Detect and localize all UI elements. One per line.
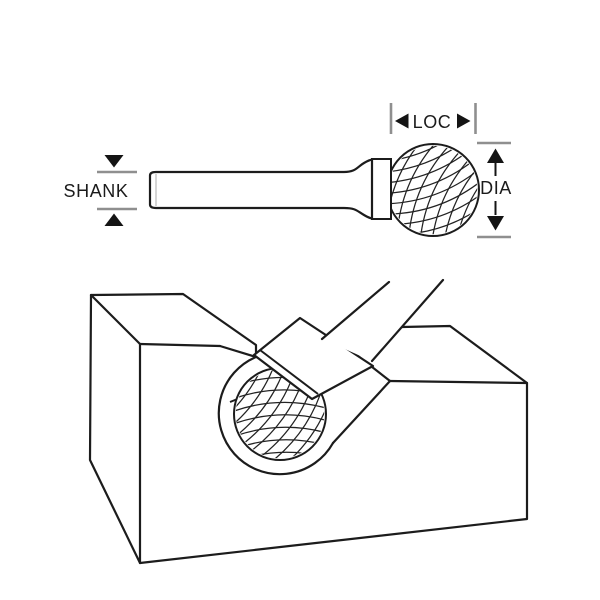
burr-shank-working [320, 278, 445, 363]
shank-label: SHANK [63, 181, 128, 201]
groove-outer-arc [217, 355, 335, 476]
burr-collar-working [252, 316, 375, 401]
burr-shank [148, 158, 374, 220]
dia-label: DIA [480, 178, 512, 198]
block-front-top-edge [138, 342, 222, 348]
application-view [88, 278, 529, 565]
shank-down-arrow-icon [104, 155, 124, 168]
block-left-top-face [89, 292, 258, 359]
groove-shoulder-edge [218, 344, 258, 359]
loc-label: LOC [413, 112, 452, 132]
collar-end-face-line [259, 349, 319, 395]
loc-right-arrow-icon [457, 113, 471, 129]
ball-outline [386, 143, 480, 237]
shank-left-edge [320, 280, 391, 341]
dia-down-arrow-icon [487, 216, 504, 231]
burr-collar [371, 158, 392, 220]
burr-side-view: SHANK LOC DIA [63, 103, 512, 239]
collar-outline [252, 316, 375, 401]
block-left-front-edges [88, 293, 142, 565]
step-slant-face-edge [331, 379, 392, 445]
loc-dimension: LOC [389, 103, 477, 134]
dia-up-arrow-icon [487, 148, 504, 163]
shank-up-arrow-icon [104, 213, 124, 226]
loc-left-arrow-icon [395, 113, 409, 129]
block-right-top-front-edge [388, 379, 529, 385]
shank-dimension: SHANK [63, 155, 137, 226]
shank-body [322, 280, 443, 361]
shank-right-edge [370, 278, 445, 363]
dia-dimension: DIA [477, 141, 512, 239]
